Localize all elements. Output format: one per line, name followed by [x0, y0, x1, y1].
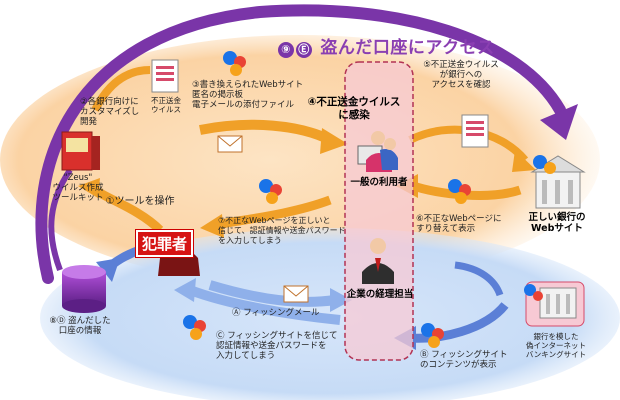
step-letter-badge: Ⓔ	[296, 42, 312, 58]
arc-left-arrow	[48, 168, 73, 272]
label-distribute: ③書き換えられたWebサイト 匿名の掲示板 電子メールの添付ファイル	[192, 80, 304, 110]
browser-icons-bottom-right	[421, 323, 444, 348]
label-real-bank: 正しい銀行の Webサイト	[528, 212, 586, 234]
browser-icons-right	[448, 179, 471, 204]
step-number-badge: ⑨	[278, 42, 294, 58]
browser-icons-bottom	[183, 315, 206, 340]
arrow-input-head	[200, 214, 224, 238]
arrow-blue-top	[454, 261, 504, 297]
arrow-phishing-input-head	[174, 278, 196, 302]
virus-document-icon	[461, 114, 489, 148]
criminal-label: 犯罪者	[136, 230, 194, 257]
label-phishing-input: Ⓒ フィッシングサイトを信じて 認証情報や送金パスワードを 入力してしまう	[216, 331, 338, 361]
central-column	[344, 61, 414, 361]
label-phishing-content: Ⓑ フィッシングサイト のコンテンツが表示	[420, 350, 508, 370]
browser-icons-top	[223, 51, 246, 76]
label-virus: 不正送金 ウイルス	[151, 96, 181, 114]
mail-icon	[283, 285, 309, 303]
arrow-distribute	[199, 119, 333, 145]
label-general-user: 一般の利用者	[350, 177, 408, 188]
arrow-to-db-head	[96, 258, 120, 282]
label-corporate-acct: 企業の経理担当	[346, 289, 414, 300]
arrow-customize	[91, 66, 151, 112]
arrow-phishing-content	[409, 301, 509, 343]
database-icon	[62, 265, 106, 313]
browser-icons-mid	[259, 179, 282, 204]
arrow-phishing-input	[188, 285, 341, 325]
label-input-info: ⑦不正なWebページを正しいと 信じて、認証情報や送金パスワード を入力してしま…	[218, 216, 346, 245]
title-text: 盗んだ口座にアクセス	[320, 38, 495, 58]
label-fake-bank: 銀行を模した 偽インターネット バンキングサイト	[525, 332, 587, 359]
arrow-customize-head	[78, 178, 100, 198]
arc-access-head	[540, 104, 578, 140]
label-zeus-tool: "Zeus" ウイルス作成 ツールキット	[52, 173, 104, 203]
arrow-phishing-mail	[208, 280, 336, 307]
arrow-input	[214, 195, 332, 230]
label-infect: ④不正送金ウイルス に感染	[307, 96, 401, 121]
label-replace-page: ⑥不正なWebページに すり替えて表示	[416, 214, 502, 234]
fake-bank-building-icon	[524, 281, 585, 327]
arrow-distribute-head	[320, 128, 348, 154]
label-operate: ①ツールを操作	[105, 196, 175, 207]
label-phishing-mail: Ⓐ フィッシングメール	[232, 308, 320, 318]
mail-icon	[217, 135, 243, 153]
label-confirm-access: ⑤不正送金ウイルス が銀行への アクセスを確認	[423, 60, 499, 90]
label-stolen-info: ⑧Ⓓ 盗んだした 口座の情報	[49, 316, 111, 336]
zeus-toolbox-icon	[61, 131, 100, 171]
arc-access-arrow	[35, 4, 566, 284]
virus-document-icon	[151, 59, 179, 93]
arrow-confirm-head	[512, 150, 536, 172]
arrow-phishing-mail-head	[330, 288, 352, 312]
label-customize: ②各銀行向けに カスタマイズし 開発	[80, 97, 140, 127]
person-icon	[362, 238, 394, 284]
arrow-operate	[92, 186, 164, 234]
bank-building-icon	[530, 155, 586, 209]
person-icon	[357, 131, 398, 172]
